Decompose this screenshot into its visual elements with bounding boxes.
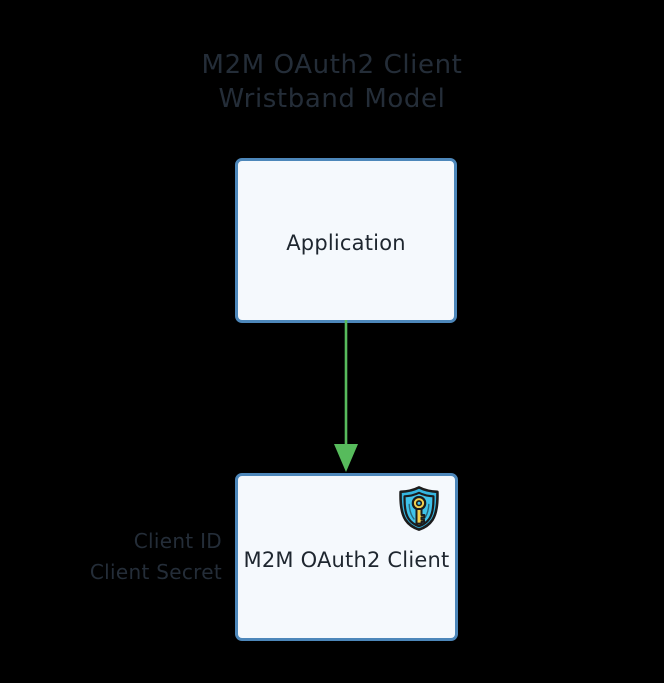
diagram-title: M2M OAuth2 Client Wristband Model [0,48,664,116]
key-shaft [415,508,426,525]
annotation-client-secret: Client Secret [89,560,222,584]
node-application-label: Application [286,231,406,255]
diagram-title-line-2: Wristband Model [218,84,446,114]
shield-accent-left [408,503,415,520]
node-m2m-oauth2-client-label: M2M OAuth2 Client [243,548,450,572]
node-m2m-oauth2-client[interactable]: M2M OAuth2 Client [235,473,458,641]
shield-key-icon [395,484,443,532]
edge-application-to-client [334,320,358,472]
key-ring-hole [415,500,423,507]
annotation-client-id: Client ID [133,529,222,553]
edge-arrowhead [334,444,358,472]
diagram-title-line-1: M2M OAuth2 Client [201,50,463,80]
node-application[interactable]: Application [235,158,457,323]
credentials-annotation: Client ID Client Secret [20,526,222,588]
